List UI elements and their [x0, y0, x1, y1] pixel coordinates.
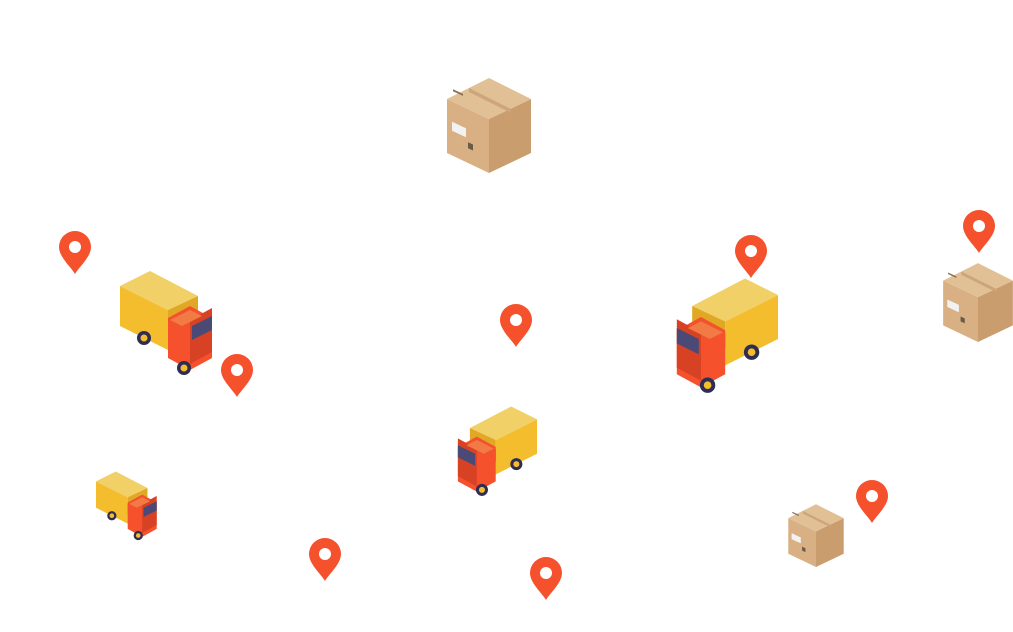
- delivery-truck-icon: [457, 406, 537, 496]
- delivery-truck-icon: [96, 471, 157, 541]
- cardboard-box-icon: [943, 263, 1013, 342]
- map-pin-icon: [221, 354, 253, 397]
- map-pin-icon: [530, 557, 562, 600]
- delivery-truck-icon: [120, 271, 212, 375]
- map-pin-icon: [735, 235, 767, 278]
- map-pin-icon: [856, 480, 888, 523]
- delivery-truck-icon: [676, 278, 778, 393]
- map-pin-icon: [963, 210, 995, 253]
- cardboard-box-icon: [447, 78, 531, 173]
- map-pin-icon: [59, 231, 91, 274]
- map-pin-icon: [309, 538, 341, 581]
- cardboard-box-icon: [788, 504, 844, 567]
- map-pin-icon: [500, 304, 532, 347]
